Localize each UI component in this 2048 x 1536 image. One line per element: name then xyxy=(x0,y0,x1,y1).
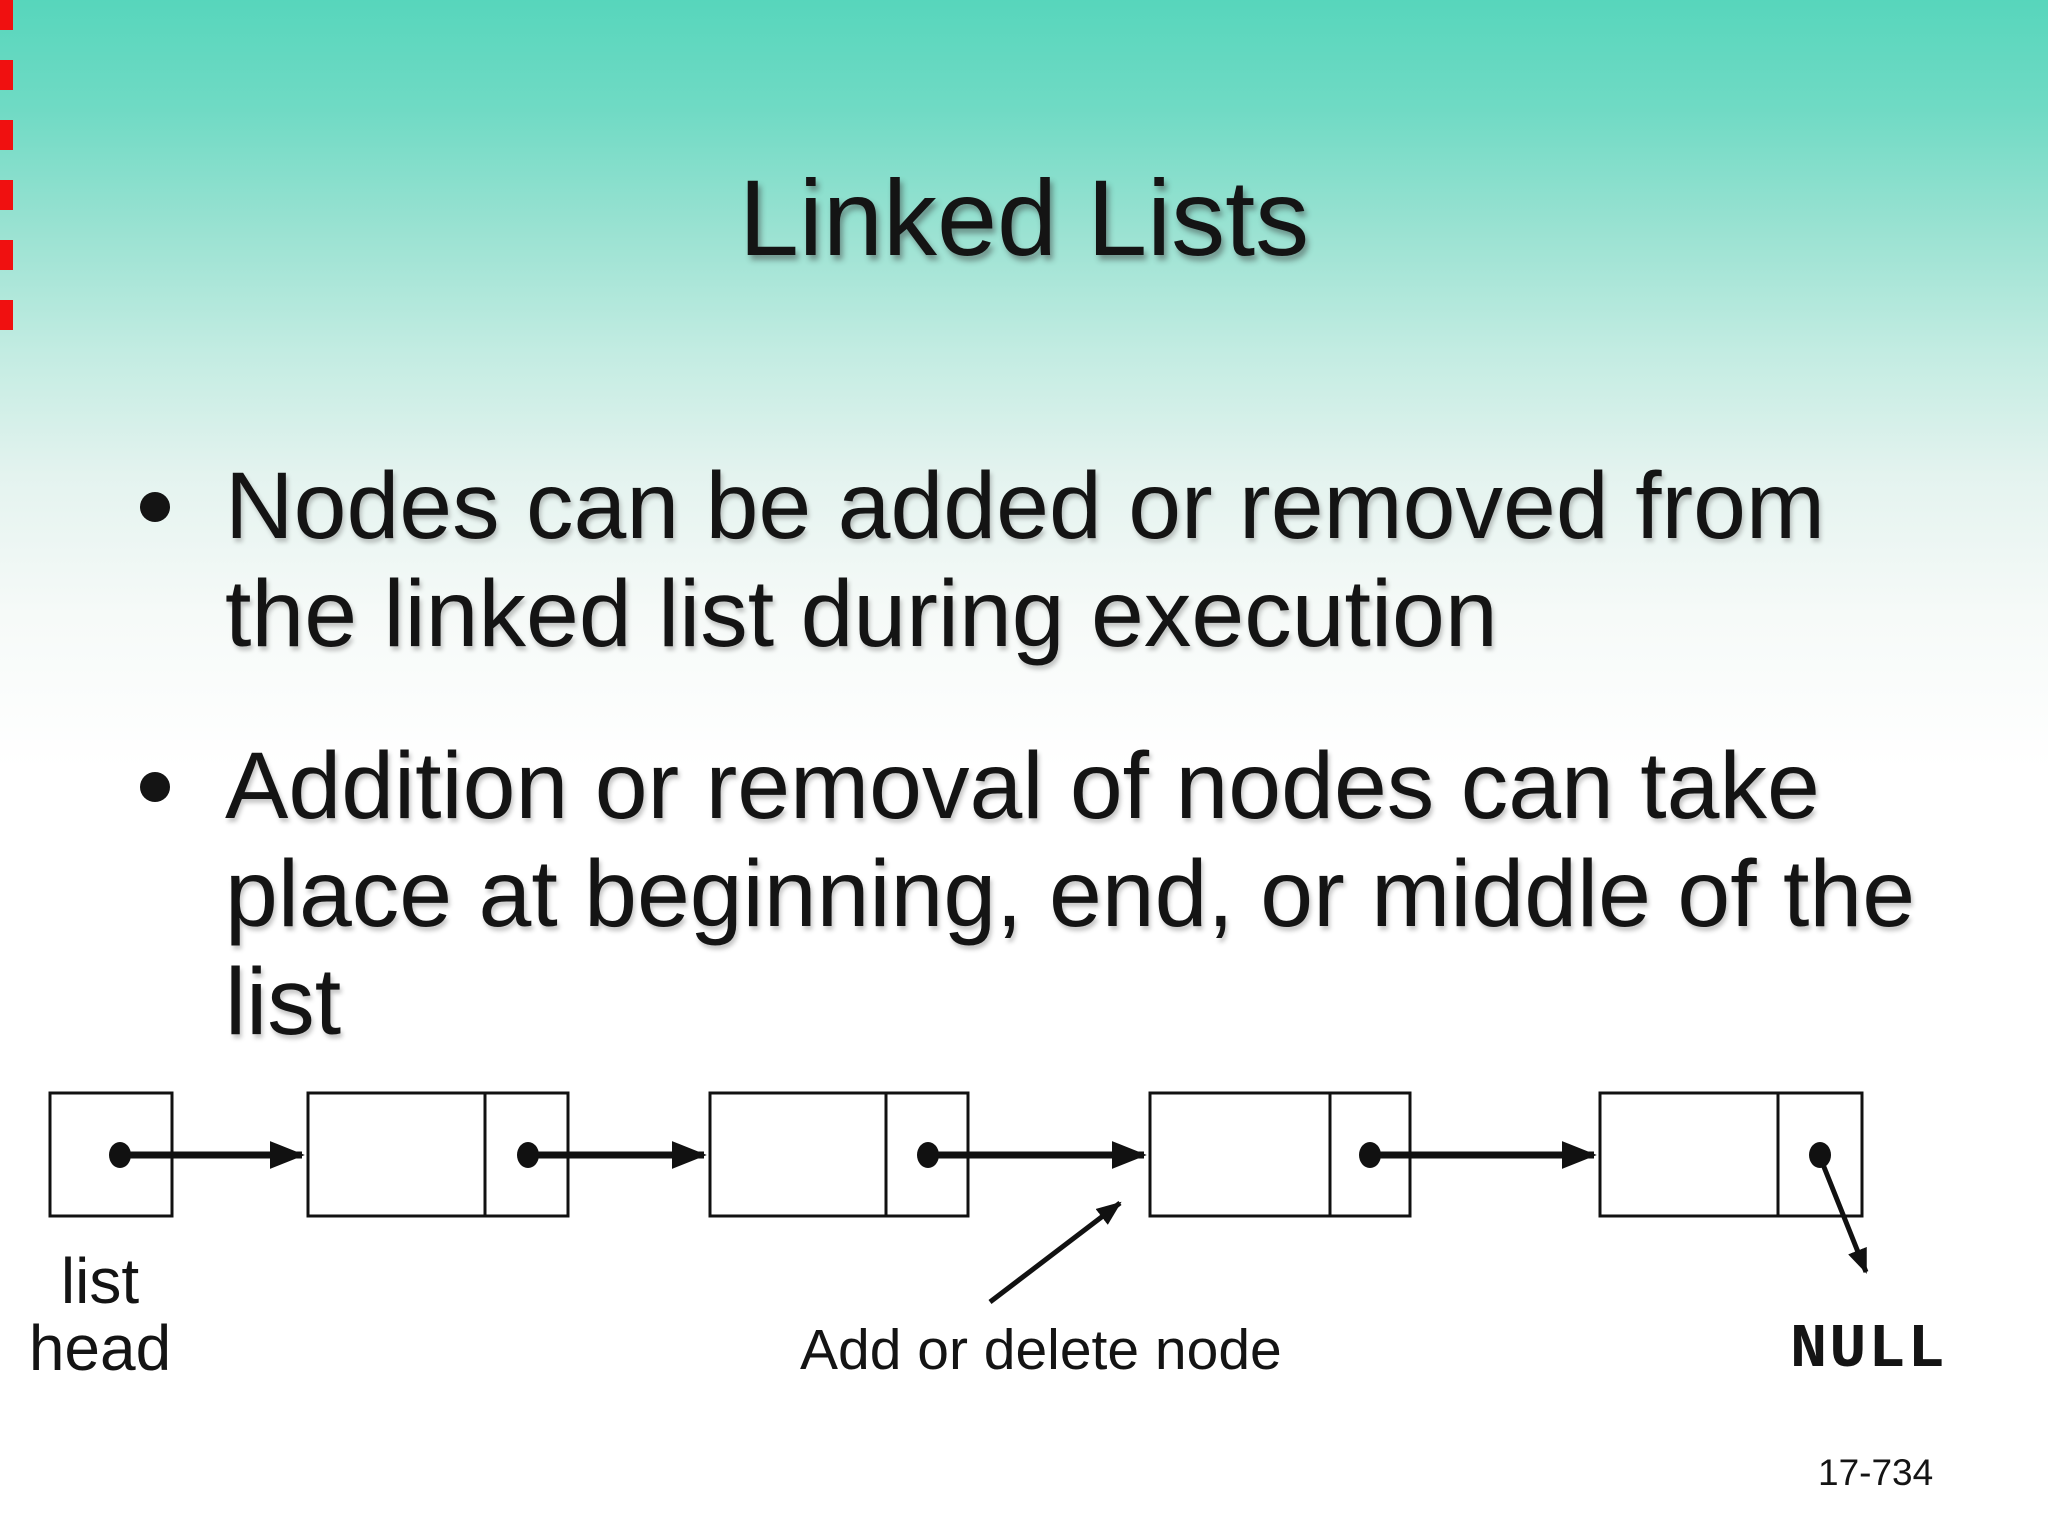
null-label: NULL xyxy=(1790,1314,1947,1385)
bullet-text: Addition or removal of nodes can take pl… xyxy=(225,733,1916,1055)
bullet-item: Nodes can be added or removed from the l… xyxy=(140,452,1988,668)
null-arrow-icon xyxy=(1819,1161,1869,1274)
bullet-icon xyxy=(140,492,170,522)
bullet-icon xyxy=(140,772,170,802)
bullet-list: Nodes can be added or removed from the l… xyxy=(140,452,1988,1056)
page-number: 17-734 xyxy=(1818,1452,1934,1493)
bullet-text: Nodes can be added or removed from the l… xyxy=(225,453,1826,667)
annotation-arrow-icon xyxy=(988,1201,1122,1304)
add-or-delete-node-label: Add or delete node xyxy=(800,1318,1282,1382)
bullet-item: Addition or removal of nodes can take pl… xyxy=(140,732,1988,1056)
left-edge-red-dashes xyxy=(0,0,13,330)
slide-title: Linked Lists xyxy=(738,157,1310,278)
list-head-label: list head xyxy=(28,1245,172,1384)
pointer-dot-icon xyxy=(1809,1142,1831,1168)
